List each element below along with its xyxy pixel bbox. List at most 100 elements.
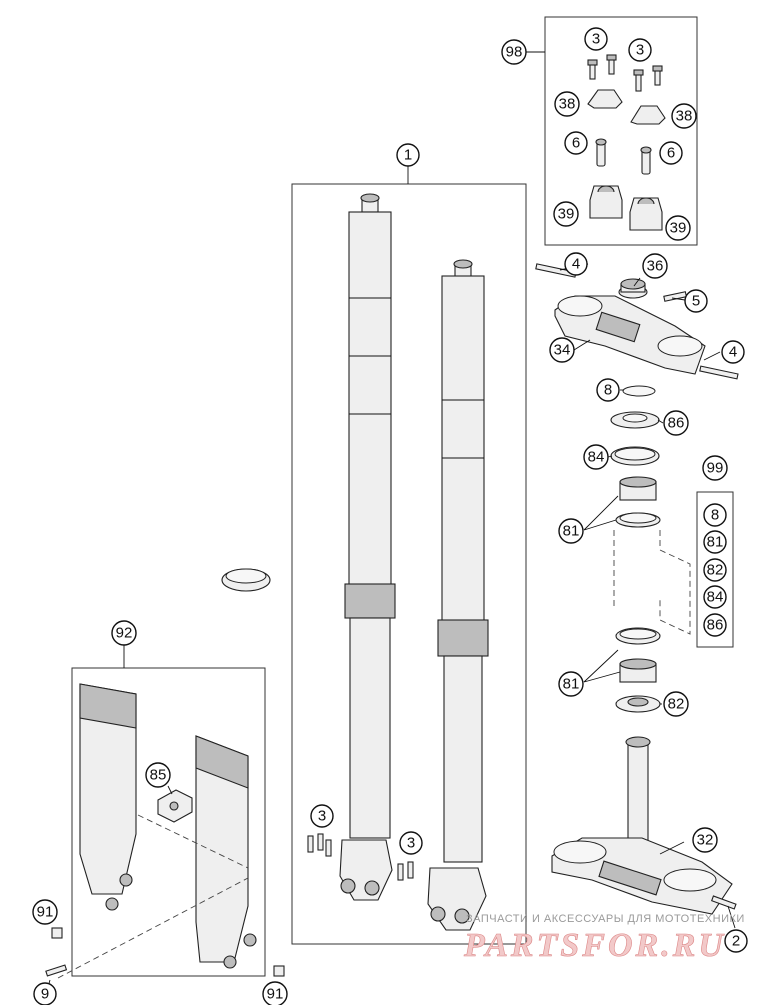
callout-3: 3 [399,831,423,855]
svg-text:98: 98 [506,44,523,61]
clamp-screws-6 [595,138,652,175]
callout-81: 81 [558,671,584,697]
svg-text:81: 81 [707,534,724,551]
svg-text:91: 91 [37,904,54,921]
svg-text:8: 8 [711,507,719,524]
callout-1: 1 [396,143,420,167]
kit-item-8: 8 [703,503,727,527]
callout-99: 99 [702,455,728,481]
kit-item-84: 84 [703,585,727,609]
callout-92: 92 [111,620,137,646]
svg-text:9: 9 [41,986,49,1003]
callout-39: 39 [553,201,579,227]
lower-clamps-39 [589,185,663,231]
fork-leg-right [427,259,489,931]
svg-text:91: 91 [267,986,284,1003]
svg-text:82: 82 [668,696,685,713]
callout-36: 36 [642,253,668,279]
callout-6: 6 [564,131,588,155]
dust-seal-86 [610,411,660,429]
callout-3: 3 [584,27,608,51]
callout-81: 81 [558,518,584,544]
svg-text:82: 82 [707,562,724,579]
seal-ring-84 [610,446,660,466]
svg-text:4: 4 [572,256,580,273]
o-ring-8 [622,385,656,397]
lower-triple-clamp-32 [551,736,733,915]
callout-6: 6 [659,141,683,165]
svg-text:4: 4 [729,344,737,361]
lower-seal-82 [615,695,661,713]
box-clamp-kit-98 [544,16,698,246]
callout-85: 85 [145,762,171,788]
callout-39: 39 [665,215,691,241]
callout-4: 4 [721,340,745,364]
callout-2: 2 [724,929,748,953]
svg-text:3: 3 [318,808,326,825]
svg-text:36: 36 [647,258,664,275]
box-bearing-kit-99 [696,491,734,648]
svg-text:81: 81 [563,523,580,540]
callout-86: 86 [663,410,689,436]
box-fork-legs-1 [291,183,527,945]
fork-guard-right [195,735,257,969]
upper-triple-clamp-34 [554,295,706,375]
svg-text:3: 3 [407,835,415,852]
svg-text:38: 38 [676,108,693,125]
svg-text:32: 32 [697,832,714,849]
callout-82: 82 [663,691,689,717]
svg-text:5: 5 [692,293,700,310]
svg-text:8: 8 [604,382,612,399]
svg-text:84: 84 [707,589,724,606]
steering-tube-outline [613,530,691,635]
svg-text:6: 6 [572,135,580,152]
svg-text:86: 86 [668,415,685,432]
lower-bearing-81 [615,627,661,683]
watermark-caption: ЗАПЧАСТИ И АКСЕССУАРЫ ДЛЯ МОТОТЕХНИКИ [466,913,745,925]
upper-bearing-81 [615,476,661,528]
svg-text:39: 39 [558,206,575,223]
callout-38: 38 [554,91,580,117]
svg-text:81: 81 [563,676,580,693]
fork-leg-left [339,193,396,901]
callout-9: 9 [33,982,57,1005]
svg-text:92: 92 [116,625,133,642]
callout-5: 5 [684,289,708,313]
guard-screws-91 [51,927,285,977]
callout-3: 3 [628,38,652,62]
fork-guard-left [79,683,137,911]
svg-text:3: 3 [636,42,644,59]
svg-text:99: 99 [707,460,724,477]
callout-91: 91 [32,899,58,925]
svg-text:85: 85 [150,767,167,784]
callout-98: 98 [501,39,527,65]
callout-91: 91 [262,981,288,1005]
svg-text:6: 6 [667,145,675,162]
svg-text:84: 84 [588,449,605,466]
kit-item-86: 86 [703,613,727,637]
svg-text:2: 2 [732,933,740,950]
guard-assembly-line-a [137,814,249,869]
guard-bracket-85 [157,789,193,823]
svg-text:86: 86 [707,617,724,634]
svg-text:39: 39 [670,220,687,237]
callout-3: 3 [310,804,334,828]
svg-text:34: 34 [554,342,571,359]
loose-ring [221,568,271,592]
callout-4: 4 [564,252,588,276]
clamp-bolts-3 [587,54,663,92]
watermark-logo: PARTSFOR.RU [463,927,726,964]
svg-text:38: 38 [559,96,576,113]
svg-text:3: 3 [592,31,600,48]
callout-84: 84 [583,444,609,470]
callout-32: 32 [692,827,718,853]
box-fork-guards-92 [71,667,266,977]
callout-34: 34 [549,337,575,363]
callout-38: 38 [671,103,697,129]
guard-assembly-line-b [57,877,249,979]
guard-bolt-9 [45,964,68,977]
callout-8: 8 [596,378,620,402]
upper-clamps-38 [587,89,666,125]
svg-text:1: 1 [404,147,412,164]
